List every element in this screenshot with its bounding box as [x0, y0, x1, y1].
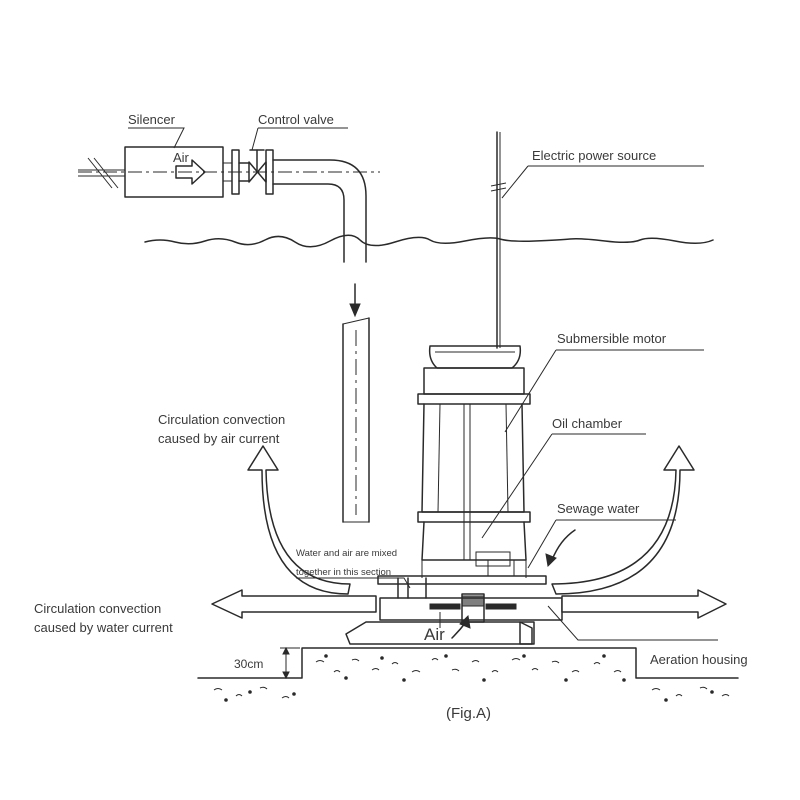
figure-caption: (Fig.A): [446, 705, 491, 722]
air-bottom-label: Air: [424, 625, 445, 644]
aeration-housing: [345, 575, 563, 645]
water-surface: [144, 234, 714, 248]
leader-lines: [128, 127, 718, 641]
left-circulation-arrow: [211, 445, 377, 619]
water-inflow-arrow-icon: [545, 529, 576, 568]
circulation-water-label-line1: Circulation convection: [34, 601, 161, 616]
power-cable: [490, 131, 507, 349]
depth-dimension: [280, 646, 300, 680]
oil-chamber-label: Oil chamber: [552, 416, 623, 431]
circulation-water-label-line2: caused by water current: [34, 620, 173, 635]
air-inlet-arrow-icon: [451, 614, 471, 639]
silencer-label: Silencer: [128, 112, 176, 127]
aeration-housing-label: Aeration housing: [650, 652, 748, 667]
circulation-air-label-line1: Circulation convection: [158, 412, 285, 427]
depth-label: 30cm: [234, 657, 263, 671]
air-supply-pipe: [78, 159, 380, 263]
oil-chamber: [417, 511, 531, 578]
down-arrow-icon: [349, 283, 361, 318]
right-circulation-arrow: [551, 445, 727, 619]
submersible-motor-label: Submersible motor: [557, 331, 667, 346]
circulation-air-label-line2: caused by air current: [158, 431, 280, 446]
electric-power-source-label: Electric power source: [532, 148, 656, 163]
air-top-label: Air: [173, 150, 190, 165]
mixing-section-label-line1: Water and air are mixed: [296, 548, 397, 559]
control-valve: [248, 149, 267, 183]
submerged-air-pipe: [342, 317, 370, 523]
mixing-section-label-line2: together in this section: [296, 567, 391, 578]
sewage-water-label: Sewage water: [557, 501, 640, 516]
submersible-motor: [417, 345, 531, 560]
control-valve-label: Control valve: [258, 112, 334, 127]
